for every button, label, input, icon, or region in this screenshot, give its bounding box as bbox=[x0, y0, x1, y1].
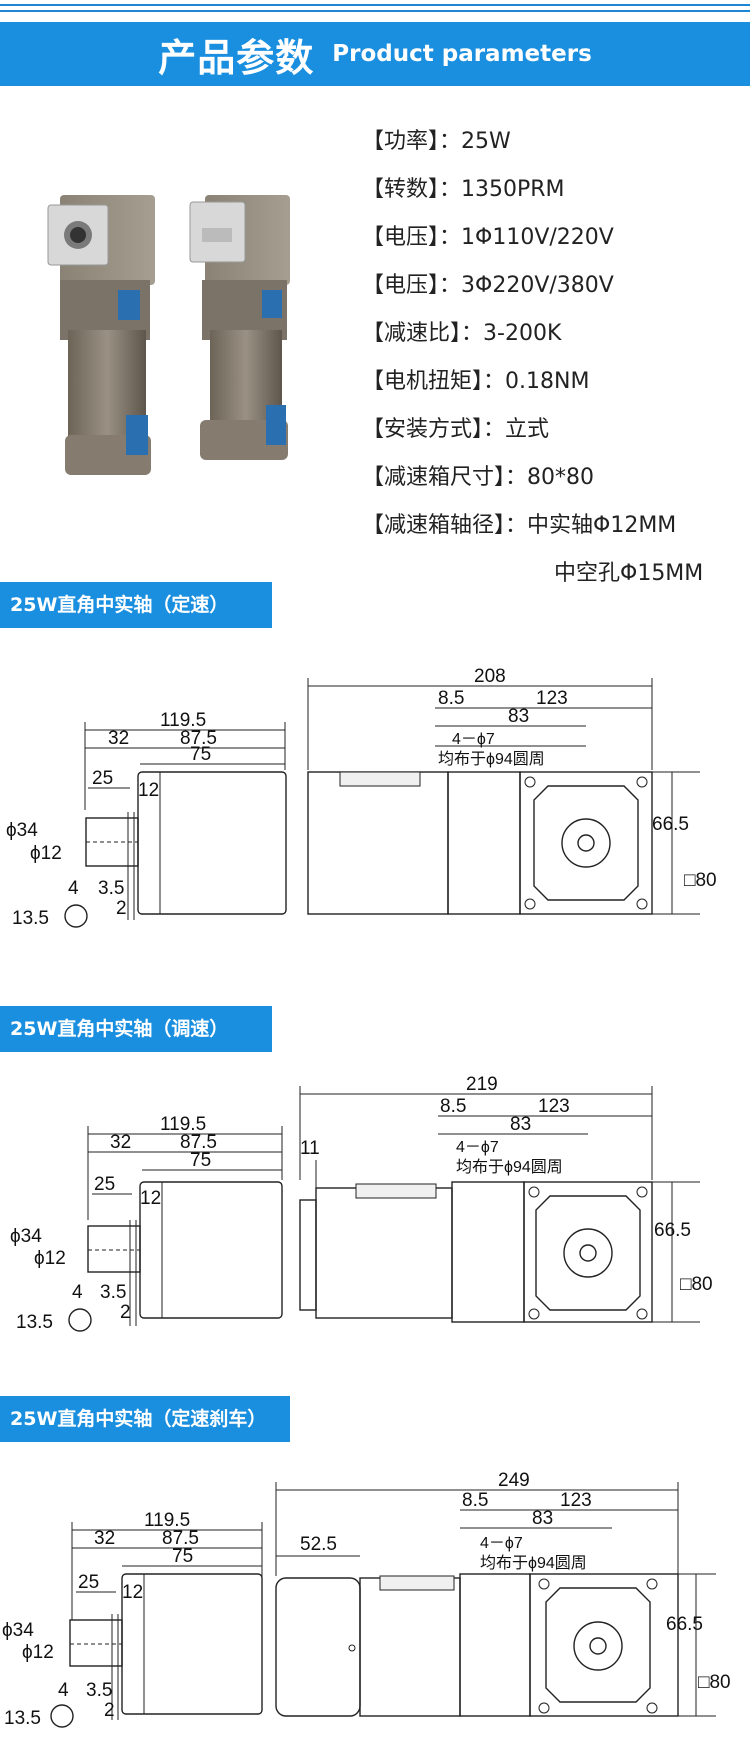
svg-text:12: 12 bbox=[138, 780, 159, 801]
svg-text:119.5: 119.5 bbox=[144, 1510, 190, 1531]
top-rule bbox=[0, 4, 750, 6]
header-banner: 产品参数 Product parameters bbox=[0, 22, 750, 86]
section-title-1: 25W直角中实轴（定速） bbox=[0, 582, 272, 628]
svg-text:87.5: 87.5 bbox=[162, 1528, 199, 1549]
svg-text:119.5: 119.5 bbox=[160, 710, 206, 731]
spec-power: 【功率】：25W bbox=[362, 129, 511, 154]
svg-text:87.5: 87.5 bbox=[180, 728, 217, 749]
spec-mount: 【安装方式】：立式 bbox=[362, 417, 550, 442]
svg-text:83: 83 bbox=[510, 1114, 531, 1135]
svg-text:ϕ34: ϕ34 bbox=[2, 1620, 34, 1641]
svg-text:66.5: 66.5 bbox=[666, 1614, 703, 1635]
svg-text:4－ϕ7: 4－ϕ7 bbox=[480, 1535, 523, 1552]
svg-text:83: 83 bbox=[508, 706, 529, 727]
svg-text:13.5: 13.5 bbox=[4, 1708, 41, 1729]
product-photo bbox=[30, 180, 350, 520]
svg-text:75: 75 bbox=[190, 744, 211, 765]
svg-text:4－ϕ7: 4－ϕ7 bbox=[452, 731, 495, 748]
svg-text:4: 4 bbox=[68, 878, 79, 899]
side-view-1: 119.5 32 87.5 75 25 12 ϕ34 ϕ12 4 3.5 2 1… bbox=[6, 710, 287, 929]
svg-text:均布于ϕ94圆周: 均布于ϕ94圆周 bbox=[456, 1158, 563, 1176]
section-title-3: 25W直角中实轴（定速刹车） bbox=[0, 1396, 290, 1442]
svg-text:32: 32 bbox=[110, 1132, 131, 1153]
svg-text:2: 2 bbox=[104, 1700, 115, 1721]
svg-text:4: 4 bbox=[58, 1680, 69, 1701]
page-title-cn: 产品参数 bbox=[158, 35, 315, 80]
svg-text:ϕ12: ϕ12 bbox=[34, 1248, 66, 1269]
side-view-3: 119.5 32 87.5 75 25 12 ϕ34 ϕ12 4 3.5 2 1… bbox=[2, 1510, 263, 1729]
top-rule-2 bbox=[0, 10, 750, 12]
svg-text:3.5: 3.5 bbox=[86, 1680, 112, 1701]
svg-text:ϕ34: ϕ34 bbox=[10, 1226, 42, 1247]
svg-text:11: 11 bbox=[300, 1138, 320, 1159]
spec-shaft-continued: 中空孔Φ15MM bbox=[554, 561, 704, 586]
svg-text:75: 75 bbox=[172, 1546, 193, 1567]
page-title-en: Product parameters bbox=[332, 41, 592, 67]
svg-text:52.5: 52.5 bbox=[300, 1534, 337, 1555]
svg-text:8.5: 8.5 bbox=[438, 688, 464, 709]
spec-ratio: 【减速比】：3-200K bbox=[362, 321, 562, 346]
svg-text:13.5: 13.5 bbox=[12, 908, 49, 929]
svg-text:75: 75 bbox=[190, 1150, 211, 1171]
spec-speed: 【转数】：1350PRM bbox=[362, 177, 565, 202]
spec-voltage-1: 【电压】：1Φ110V/220V bbox=[362, 225, 614, 250]
svg-text:32: 32 bbox=[108, 728, 129, 749]
svg-text:□80: □80 bbox=[698, 1672, 731, 1693]
svg-text:25: 25 bbox=[78, 1572, 99, 1593]
drawing-1: 119.5 32 87.5 75 25 12 ϕ34 ϕ12 4 3.5 2 1… bbox=[0, 660, 750, 960]
drawing-2: 119.5 32 87.5 75 25 12 ϕ34 ϕ12 4 3.5 2 1… bbox=[0, 1070, 750, 1370]
svg-text:25: 25 bbox=[92, 768, 113, 789]
svg-text:12: 12 bbox=[140, 1188, 161, 1209]
spec-list: 【功率】：25W 【转数】：1350PRM 【电压】：1Φ110V/220V 【… bbox=[362, 118, 742, 598]
motor-right bbox=[189, 195, 290, 460]
drawing-3: 119.5 32 87.5 75 25 12 ϕ34 ϕ12 4 3.5 2 1… bbox=[0, 1460, 750, 1760]
svg-text:25: 25 bbox=[94, 1174, 115, 1195]
svg-text:□80: □80 bbox=[680, 1274, 713, 1295]
svg-text:13.5: 13.5 bbox=[16, 1312, 53, 1333]
svg-text:83: 83 bbox=[532, 1508, 553, 1529]
spec-shaft: 【减速箱轴径】：中实轴Φ12MM bbox=[362, 513, 677, 538]
spec-gearbox-size: 【减速箱尺寸】：80*80 bbox=[362, 465, 595, 490]
svg-text:均布于ϕ94圆周: 均布于ϕ94圆周 bbox=[480, 1554, 587, 1572]
svg-text:3.5: 3.5 bbox=[100, 1282, 126, 1303]
front-view-1: 208 8.5 123 83 4－ϕ7 均布于ϕ94圆周 66.5 □80 bbox=[307, 666, 717, 915]
spec-voltage-3: 【电压】：3Φ220V/380V bbox=[362, 273, 614, 298]
svg-text:32: 32 bbox=[94, 1528, 115, 1549]
svg-text:123: 123 bbox=[538, 1096, 570, 1117]
svg-text:均布于ϕ94圆周: 均布于ϕ94圆周 bbox=[438, 750, 545, 768]
svg-text:ϕ34: ϕ34 bbox=[6, 820, 38, 841]
svg-text:123: 123 bbox=[536, 688, 568, 709]
svg-text:8.5: 8.5 bbox=[440, 1096, 466, 1117]
svg-text:12: 12 bbox=[122, 1582, 143, 1603]
svg-text:4: 4 bbox=[72, 1282, 83, 1303]
svg-text:66.5: 66.5 bbox=[652, 814, 689, 835]
section-title-2: 25W直角中实轴（调速） bbox=[0, 1006, 272, 1052]
spec-torque: 【电机扭矩】：0.18NM bbox=[362, 369, 590, 394]
front-view-3: 249 8.5 123 83 4－ϕ7 均布于ϕ94圆周 52.5 66.5 □… bbox=[275, 1470, 731, 1717]
svg-text:249: 249 bbox=[498, 1470, 530, 1491]
svg-text:ϕ12: ϕ12 bbox=[22, 1642, 54, 1663]
svg-text:123: 123 bbox=[560, 1490, 592, 1511]
front-view-2: 219 8.5 123 83 4－ϕ7 均布于ϕ94圆周 11 66.5 □80 bbox=[299, 1074, 713, 1323]
svg-text:66.5: 66.5 bbox=[654, 1220, 691, 1241]
svg-text:2: 2 bbox=[120, 1302, 131, 1323]
svg-text:4－ϕ7: 4－ϕ7 bbox=[456, 1139, 499, 1156]
svg-text:8.5: 8.5 bbox=[462, 1490, 488, 1511]
svg-text:ϕ12: ϕ12 bbox=[30, 843, 62, 864]
svg-text:□80: □80 bbox=[684, 870, 717, 891]
svg-text:119.5: 119.5 bbox=[160, 1114, 206, 1135]
svg-text:208: 208 bbox=[474, 666, 506, 687]
svg-text:87.5: 87.5 bbox=[180, 1132, 217, 1153]
motor-left bbox=[47, 195, 155, 475]
svg-text:3.5: 3.5 bbox=[98, 878, 124, 899]
svg-text:219: 219 bbox=[466, 1074, 498, 1095]
side-view-2: 119.5 32 87.5 75 25 12 ϕ34 ϕ12 4 3.5 2 1… bbox=[10, 1114, 283, 1333]
svg-text:2: 2 bbox=[116, 898, 127, 919]
